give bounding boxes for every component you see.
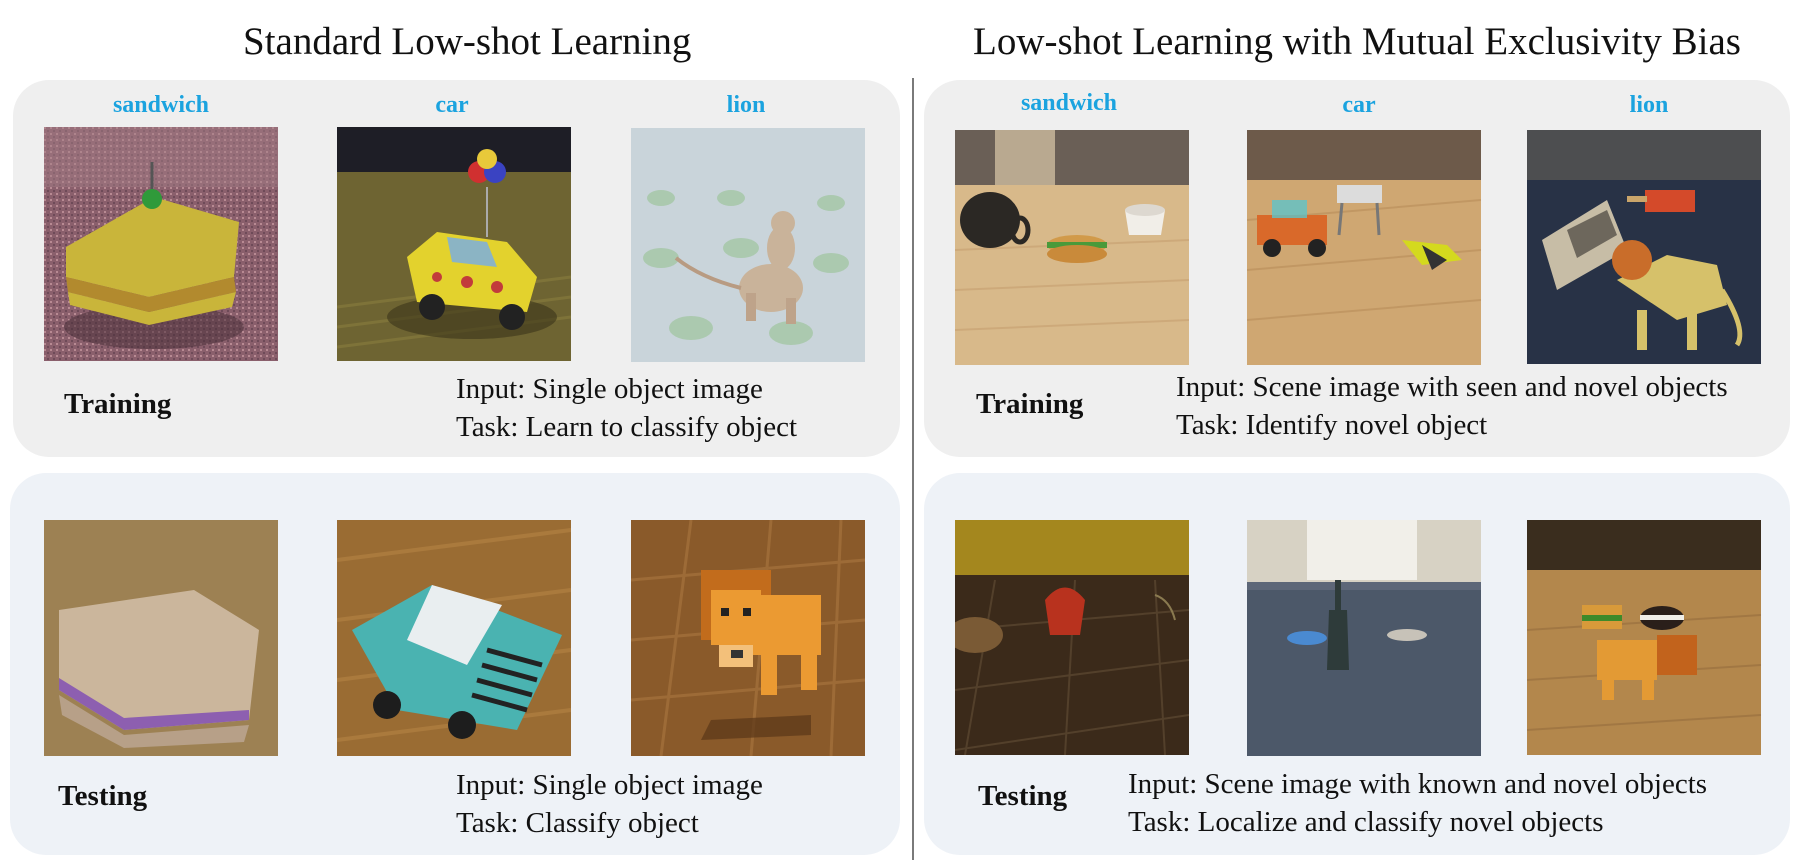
test-scene-3-image — [1527, 520, 1761, 755]
right-label-lion: lion — [1629, 92, 1669, 118]
train-scene-car-image — [1247, 130, 1481, 365]
right-training-task: Task: Identify novel object — [1176, 409, 1488, 441]
right-label-sandwich: sandwich — [1020, 90, 1118, 116]
train-scene-sandwich-image — [955, 130, 1189, 365]
vertical-divider — [912, 78, 914, 860]
left-label-lion: lion — [726, 92, 766, 118]
right-label-car: car — [1342, 92, 1376, 118]
left-label-sandwich: sandwich — [112, 92, 210, 118]
train-lion-image — [631, 128, 865, 362]
right-testing-phase: Testing — [978, 780, 1068, 812]
left-testing-task: Task: Classify object — [456, 807, 699, 839]
left-testing-phase: Testing — [58, 780, 148, 812]
train-scene-lion-image — [1527, 130, 1761, 364]
test-lion-image — [631, 520, 865, 756]
left-training-input: Input: Single object image — [456, 373, 763, 405]
test-scene-2-image — [1247, 520, 1481, 756]
left-testing-input: Input: Single object image — [456, 769, 763, 801]
left-label-car: car — [435, 92, 469, 118]
left-training-phase: Training — [64, 388, 172, 420]
train-sandwich-image — [44, 127, 278, 361]
train-car-image — [337, 127, 571, 361]
right-title: Low-shot Learning with Mutual Exclusivit… — [973, 20, 1741, 63]
test-scene-1-image — [955, 520, 1189, 755]
test-sandwich-image — [44, 520, 278, 756]
test-car-image — [337, 520, 571, 756]
right-testing-task: Task: Localize and classify novel object… — [1128, 806, 1604, 838]
right-testing-input: Input: Scene image with known and novel … — [1128, 768, 1708, 800]
left-title: Standard Low-shot Learning — [243, 20, 692, 63]
left-training-task: Task: Learn to classify object — [456, 411, 798, 443]
right-training-phase: Training — [976, 388, 1084, 420]
right-training-input: Input: Scene image with seen and novel o… — [1176, 371, 1728, 403]
